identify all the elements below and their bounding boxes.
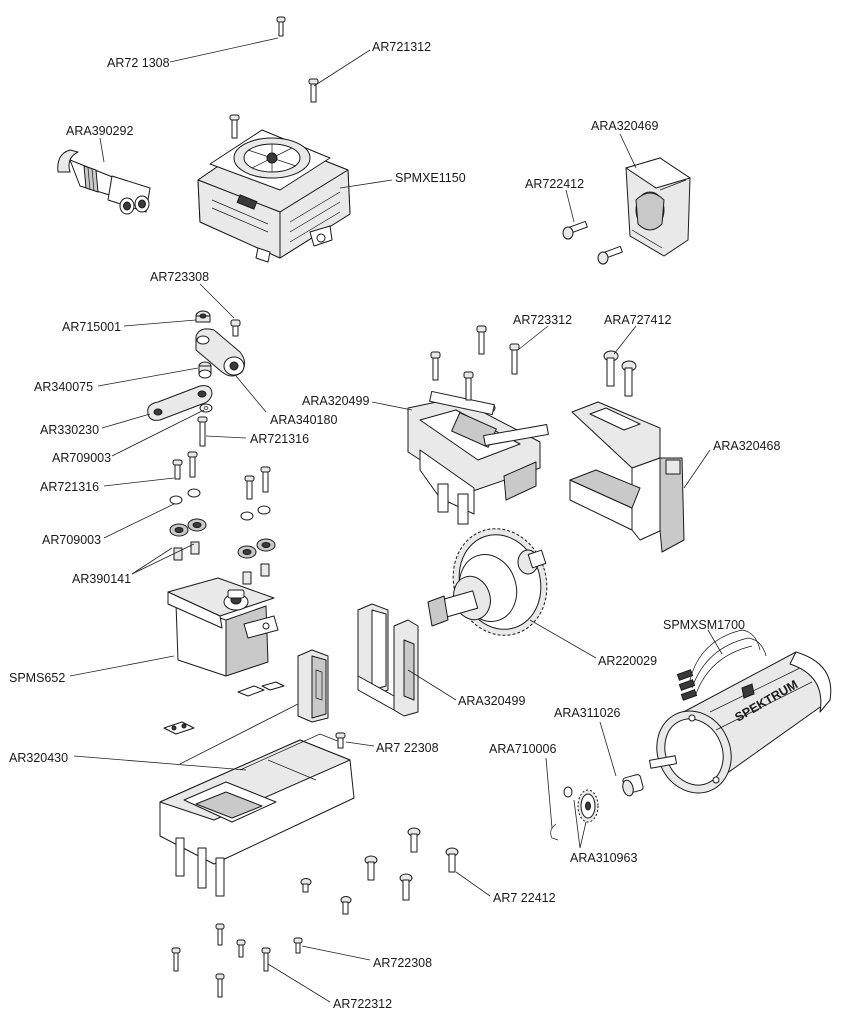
- horn-ara340180: [195, 328, 246, 377]
- screw-ar722308-a: [335, 732, 346, 749]
- label-ara710006: ARA710006: [489, 742, 556, 756]
- label-ara320499-bottom: ARA320499: [458, 694, 525, 708]
- label-ar721308: AR72 1308: [107, 56, 170, 70]
- label-ar723312: AR723312: [513, 313, 572, 327]
- label-ara320469: ARA320469: [591, 119, 658, 133]
- screws-ar722412-bottom: [300, 827, 459, 915]
- motor-plate-ara320468: [569, 401, 685, 553]
- clip-ara710006: [550, 823, 559, 841]
- label-ar320430: AR320430: [9, 751, 68, 765]
- washers-ar709003-b: [169, 488, 271, 521]
- screw-ar722412-top-a: [562, 220, 588, 240]
- screws-ara727412: [603, 350, 637, 397]
- label-ar340075: AR340075: [34, 380, 93, 394]
- motor-clamp-ara320469: [625, 157, 691, 257]
- label-spmxe1150: SPMXE1150: [395, 171, 466, 185]
- label-ar723308: AR723308: [150, 270, 209, 284]
- label-ar709003-a: AR709003: [52, 451, 111, 465]
- label-ar722412-top: AR722412: [525, 177, 584, 191]
- label-ara727412: ARA727412: [604, 313, 671, 327]
- label-ara311026: ARA311026: [554, 706, 621, 720]
- label-ar722312: AR722312: [333, 997, 392, 1011]
- leader-lines: [69, 37, 723, 1003]
- servo-spms652: [167, 577, 279, 677]
- servo-pads: [237, 681, 285, 697]
- gearbox-ara320499-bottom: [357, 603, 419, 717]
- label-spms652: SPMS652: [9, 671, 65, 685]
- label-ar721316-a: AR721316: [250, 432, 309, 446]
- label-ar721312-top: AR721312: [372, 40, 431, 54]
- label-ara320468: ARA320468: [713, 439, 780, 453]
- gearbox-ara320499-top: [407, 390, 549, 525]
- grommets-ar390141: [169, 518, 276, 585]
- motor-spmxsm1700: [649, 651, 832, 794]
- screw-ar721316-b3: [244, 475, 255, 500]
- label-ar722308-a: AR7 22308: [376, 741, 439, 755]
- screw-ar721316-b2: [187, 451, 198, 478]
- screw-esc-left: [229, 114, 240, 139]
- label-spmxsm1700: SPMXSM1700: [663, 618, 745, 632]
- screw-ar721316-b4: [260, 466, 271, 493]
- label-ar715001: AR715001: [62, 320, 121, 334]
- spacer-ara311026: [622, 774, 644, 797]
- washer-ar709003-a: [199, 403, 213, 413]
- screws-ar723312: [430, 325, 520, 401]
- label-ar722412-bottom: AR7 22412: [493, 891, 556, 905]
- screw-ar721316-a: [197, 416, 208, 447]
- nut-ar715001: [195, 310, 211, 323]
- connector-ara390292: [57, 149, 151, 215]
- screw-ar721316-b1: [172, 459, 183, 480]
- label-ar330230: AR330230: [40, 423, 99, 437]
- screw-ar723308: [230, 319, 241, 337]
- label-ar722308-b: AR722308: [373, 956, 432, 970]
- screw-ar722412-top-b: [597, 245, 623, 265]
- label-ara390292: ARA390292: [66, 124, 133, 138]
- label-ara340180: ARA340180: [270, 413, 337, 427]
- label-ara320499-top: ARA320499: [302, 394, 369, 408]
- arm-ar330230: [147, 385, 213, 421]
- spacer-ar340075: [198, 361, 212, 379]
- spur-diff-ar220029: [427, 528, 548, 636]
- chassis-ar320430: [159, 721, 355, 897]
- motor-wires: [676, 629, 767, 701]
- label-ar220029: AR220029: [598, 654, 657, 668]
- screw-ar721308: [276, 16, 286, 37]
- pinion-ara310963: [563, 786, 599, 823]
- label-ar390141: AR390141: [72, 572, 131, 586]
- esc-spmxe1150: [197, 129, 351, 263]
- servo-mount-left: [297, 649, 329, 723]
- screw-ar721312: [308, 78, 319, 103]
- label-ar709003-b: AR709003: [42, 533, 101, 547]
- screws-bottom-row: [171, 923, 303, 998]
- label-ara310963: ARA310963: [570, 851, 637, 865]
- label-ar721316-b: AR721316: [40, 480, 99, 494]
